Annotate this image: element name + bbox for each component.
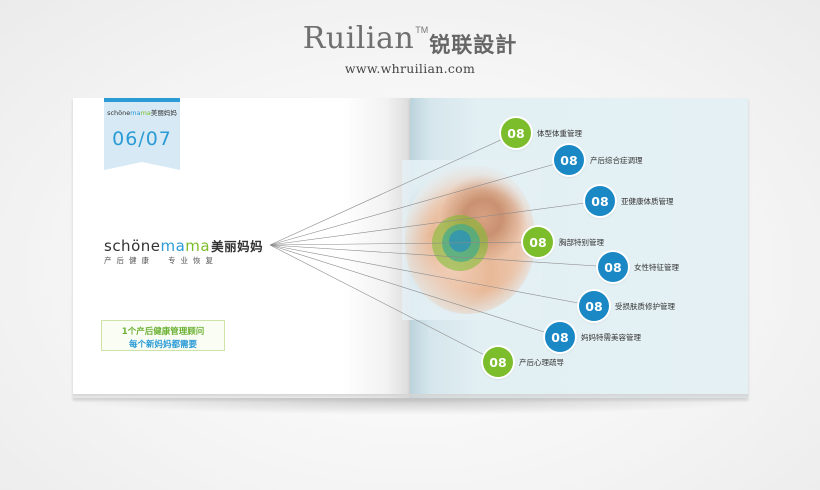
- service-number-badge: 08: [585, 186, 615, 216]
- connector-line: [269, 244, 499, 363]
- page-number: 06/07: [112, 128, 172, 150]
- page-tab-logo: schönemama美丽妈妈: [104, 107, 180, 117]
- service-label: 胸部特别管理: [559, 238, 604, 247]
- service-number-badge: 08: [554, 145, 584, 175]
- tab-logo-mama-1: ma: [130, 109, 141, 117]
- connector-line: [269, 244, 561, 338]
- service-number-badge: 08: [545, 322, 575, 352]
- service-label: 体型体重管理: [537, 129, 582, 138]
- brand-header: Ruilian TM 锐联設計 www.whruilian.com: [0, 22, 820, 77]
- service-label: 亚健康体质管理: [621, 197, 674, 206]
- logo-prefix: schöne: [104, 237, 161, 255]
- page-bottom-edge: [73, 394, 748, 402]
- tagline-a: 产后健康: [104, 256, 154, 265]
- service-number-badge: 08: [579, 291, 609, 321]
- brand-url: www.whruilian.com: [344, 61, 476, 76]
- main-logo: schönemama美丽妈妈: [104, 236, 263, 255]
- service-label: 产后综合症调理: [590, 156, 643, 165]
- connector-line: [269, 244, 595, 307]
- service-label: 受损肤质修护管理: [615, 302, 675, 311]
- service-number-badge: 08: [483, 347, 513, 377]
- connector-line: [269, 200, 601, 246]
- connector-line: [269, 159, 570, 246]
- connector-line: [269, 244, 614, 268]
- service-number-badge: 08: [523, 227, 553, 257]
- service-number-badge: 08: [501, 118, 531, 148]
- connector-line: [269, 132, 517, 246]
- connector-line: [269, 241, 539, 246]
- service-label: 女性特征管理: [634, 263, 679, 272]
- focus-ring-inner: [449, 230, 471, 252]
- logo-mama-1: ma: [160, 237, 186, 255]
- advice-line-1: 1个产后健康管理顾问: [121, 327, 205, 337]
- service-number-badge: 08: [598, 252, 628, 282]
- tab-logo-mama-2: ma: [140, 109, 151, 117]
- logo-mama-2: ma: [185, 237, 211, 255]
- logo-chinese: 美丽妈妈: [211, 239, 264, 254]
- brand-latin-name: Ruilian: [302, 21, 415, 56]
- tab-logo-cn: 美丽妈妈: [150, 109, 177, 117]
- service-label: 妈妈特需美容管理: [581, 333, 641, 342]
- page-tab-bar: [104, 98, 180, 102]
- trademark-mark: TM: [415, 25, 429, 35]
- tagline-b: 专业恢复: [168, 256, 218, 265]
- advice-box: 1个产后健康管理顾问 每个新妈妈都需要: [101, 320, 225, 351]
- tab-logo-prefix: schöne: [107, 109, 131, 117]
- brand-wordmark: Ruilian TM 锐联設計: [303, 22, 517, 59]
- page-tab: schönemama美丽妈妈 06/07: [104, 98, 180, 170]
- service-label: 产后心理疏导: [519, 358, 564, 367]
- logo-tagline: 产后健康 专业恢复: [104, 255, 244, 266]
- brand-chinese-name: 锐联設計: [429, 33, 518, 57]
- advice-line-2: 每个新妈妈都需要: [128, 340, 197, 350]
